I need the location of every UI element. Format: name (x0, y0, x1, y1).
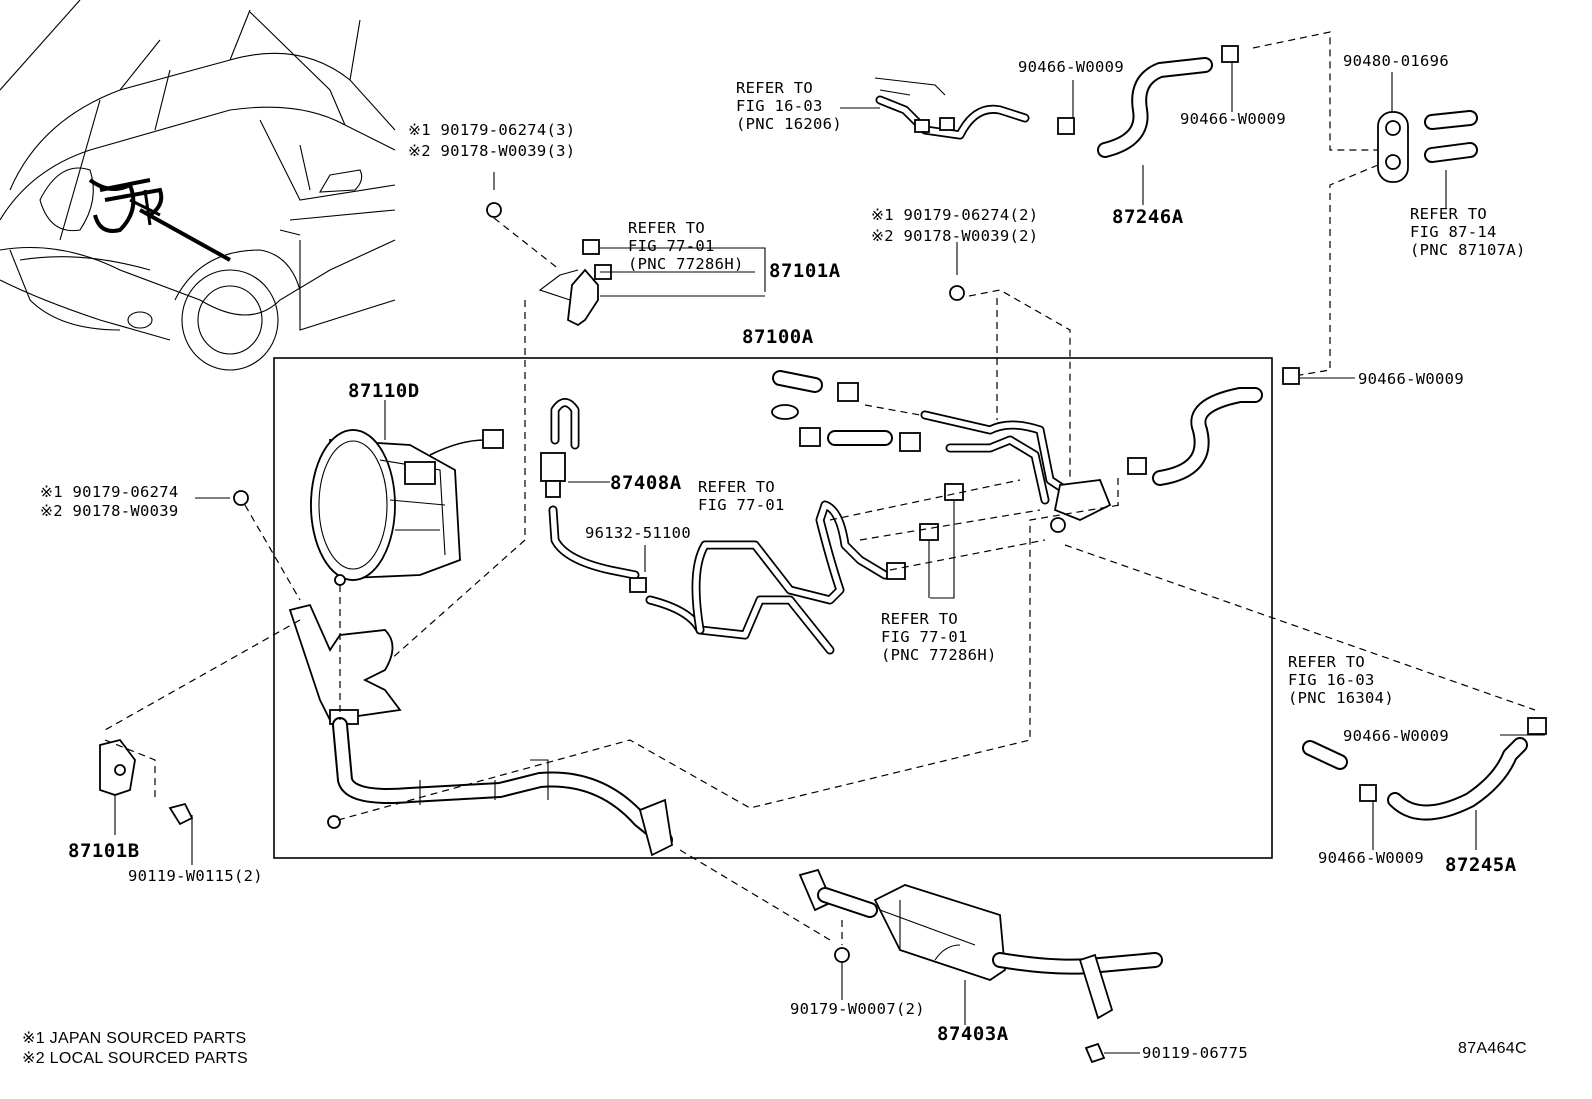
ref-line: REFER TO (881, 610, 959, 628)
label-hose-96132: 96132-51100 (585, 524, 691, 542)
nut-fasteners (233, 202, 965, 506)
label-clamp-top-right: 90466-W0009 (1180, 110, 1286, 128)
ref-line: (PNC 77286H) (881, 646, 997, 664)
ref-line: REFER TO (1288, 653, 1366, 671)
label-bolt-bottom: 90119-06775 (1142, 1044, 1248, 1062)
label-nut-muffler: 90179-W0007(2) (790, 1000, 925, 1018)
connectors (886, 483, 964, 599)
ref-line: FIG 77-01 (628, 237, 715, 255)
exhaust-pipe (327, 717, 673, 857)
label-nut-left-1: ※1 90179-06274 (40, 483, 179, 501)
ref-fig-87-14: REFER TO FIG 87-14 (PNC 87107A) (1410, 205, 1526, 259)
fuel-lines (645, 500, 890, 655)
leader-lines (114, 62, 1545, 1054)
ref-fig-77-01-low: REFER TO FIG 77-01 (PNC 77286H) (881, 610, 997, 664)
label-87101B: 87101B (68, 840, 140, 862)
assembly-87100A-box (273, 357, 1273, 859)
label-nut-top-2: ※2 90178-W0039(3) (408, 142, 576, 160)
label-87101A: 87101A (769, 260, 841, 282)
label-87246A: 87246A (1112, 206, 1184, 228)
ref-line: (PNC 16206) (736, 115, 842, 133)
label-nut-mid-1: ※1 90179-06274(2) (871, 206, 1039, 224)
ref-line: REFER TO (736, 79, 814, 97)
ref-line: FIG 87-14 (1410, 223, 1497, 241)
footnote-japan-sourced: ※1 JAPAN SOURCED PARTS (22, 1030, 247, 1047)
label-87403A: 87403A (937, 1023, 1009, 1045)
figure-id: 87A464C (1458, 1040, 1527, 1057)
valve-87408A (540, 398, 647, 593)
label-nut-left-2: ※2 90178-W0039 (40, 502, 179, 520)
ref-line: FIG 77-01 (698, 496, 785, 514)
label-grommet: 90480-01696 (1343, 52, 1449, 70)
label-clamp-right-low: 90466-W0009 (1343, 727, 1449, 745)
ref-line: FIG 77-01 (881, 628, 968, 646)
ref-line: (PNC 16304) (1288, 689, 1394, 707)
heater-unit-87110D (310, 429, 504, 586)
ref-line: (PNC 77286H) (628, 255, 744, 273)
muffler-87403A (798, 868, 1163, 1064)
ref-fig-16-03-right: REFER TO FIG 16-03 (PNC 16304) (1288, 653, 1394, 707)
grommet (1377, 110, 1478, 183)
pipe-top-16206 (874, 77, 1030, 140)
ref-line: (PNC 87107A) (1410, 241, 1526, 259)
label-bolt-87101B: 90119-W0115(2) (128, 867, 263, 885)
hose-87246A (1057, 45, 1239, 158)
coolant-hoses (771, 370, 1263, 533)
dashed-guides (104, 31, 1536, 945)
ref-fig-77-01-top: REFER TO FIG 77-01 (PNC 77286H) (628, 219, 744, 273)
label-clamp-right-mid: 90466-W0009 (1358, 370, 1464, 388)
bracket-87101B (99, 738, 194, 826)
label-87408A: 87408A (610, 472, 682, 494)
vehicle-outline (0, 0, 396, 371)
hose-87245A (1282, 367, 1547, 821)
ref-line: REFER TO (698, 478, 776, 496)
ref-fig-16-03-top: REFER TO FIG 16-03 (PNC 16206) (736, 79, 842, 133)
ref-line: REFER TO (1410, 205, 1488, 223)
label-nut-mid-2: ※2 90178-W0039(2) (871, 227, 1039, 245)
ref-fig-77-01-mid: REFER TO FIG 77-01 (698, 478, 785, 514)
bracket-87101A (538, 239, 612, 327)
bracket-87101 (288, 603, 402, 725)
label-clamp-bottom-right: 90466-W0009 (1318, 849, 1424, 867)
label-87110D: 87110D (348, 380, 420, 402)
label-clamp-top-left: 90466-W0009 (1018, 58, 1124, 76)
ref-line: FIG 16-03 (1288, 671, 1375, 689)
label-87100A: 87100A (742, 326, 814, 348)
footnote-local-sourced: ※2 LOCAL SOURCED PARTS (22, 1050, 248, 1067)
ref-line: REFER TO (628, 219, 706, 237)
label-nut-top-1: ※1 90179-06274(3) (408, 121, 576, 139)
ref-line: FIG 16-03 (736, 97, 823, 115)
label-87245A: 87245A (1445, 854, 1517, 876)
